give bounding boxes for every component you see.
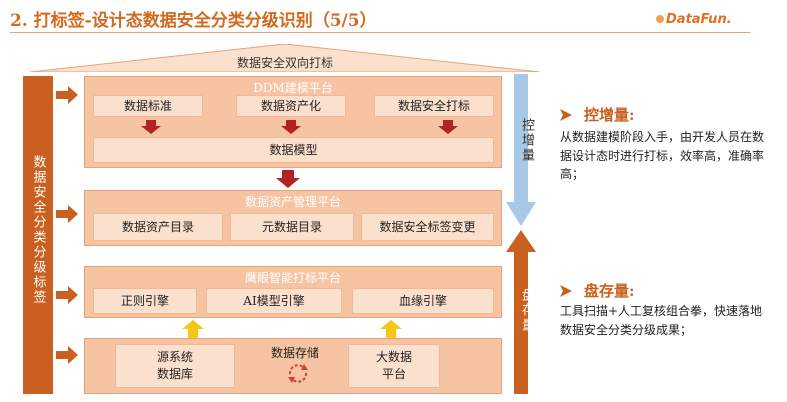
asset-platform-title: 数据资产管理平台 — [244, 195, 341, 209]
arrow-right-icon — [56, 346, 78, 364]
arrow-down-icon — [438, 120, 458, 134]
regex-engine-box: 正则引擎 — [93, 288, 197, 314]
left-column-bar — [23, 76, 53, 394]
left-column-label: 数据安全分类分级标签 — [30, 155, 46, 305]
source-db-box: 源系统 数据库 — [115, 344, 235, 388]
arrow-down-icon — [281, 120, 301, 134]
eagle-platform-title: 鹰眼智能打标平台 — [244, 271, 341, 285]
stock-heading: 盘存量: — [584, 282, 635, 300]
logo-dot-icon — [656, 15, 664, 23]
arrow-right-icon — [56, 286, 78, 304]
roof-label: 数据安全双向打标 — [236, 56, 333, 70]
stock-description: 工具扫描+人工复核组合拳，快速落地数据安全分类分级成果； — [560, 304, 763, 337]
roof-shape — [30, 44, 540, 72]
title-divider — [10, 32, 750, 33]
arrow-up-icon — [182, 320, 204, 338]
stock-arrow-label: 盘存量 — [519, 288, 534, 333]
increment-heading: 控增量: — [584, 106, 635, 124]
arrow-up-icon — [380, 320, 402, 338]
asset-catalog-box: 数据资产目录 — [93, 213, 223, 241]
refresh-icon — [288, 364, 308, 383]
chevron-right-icon — [560, 109, 572, 121]
arrow-right-icon — [56, 205, 78, 223]
security-label-change-box: 数据安全标签变更 — [361, 213, 494, 241]
data-model-box: 数据模型 — [93, 137, 494, 163]
increment-down-arrow-icon — [506, 74, 536, 226]
logo-text: DataFun. — [666, 12, 732, 27]
arrow-down-icon — [141, 120, 161, 134]
brand-logo: DataFun. — [656, 12, 732, 27]
chevron-right-icon — [560, 285, 572, 297]
arrow-right-icon — [56, 86, 78, 104]
data-security-tagging-box: 数据安全打标 — [374, 95, 494, 117]
stock-up-arrow-icon — [506, 230, 536, 394]
increment-arrow-label: 控增量 — [519, 118, 534, 163]
bigdata-platform-box: 大数据 平台 — [348, 344, 440, 388]
data-asset-box: 数据资产化 — [236, 95, 346, 117]
storage-title: 数据存储 — [270, 346, 319, 360]
metadata-catalog-box: 元数据目录 — [230, 213, 354, 241]
arrow-down-icon — [276, 170, 300, 188]
lineage-engine-box: 血缘引擎 — [352, 288, 494, 314]
ai-model-engine-box: AI模型引擎 — [206, 288, 342, 314]
increment-description: 从数据建模阶段入手，由开发人员在数据设计态时进行打标，效率高，准确率高； — [560, 130, 765, 182]
page-title: 2. 打标签-设计态数据安全分类分级识别（5/5） — [10, 11, 377, 31]
data-standard-box: 数据标准 — [93, 95, 203, 117]
ddm-platform-title: DDM建模平台 — [253, 81, 333, 95]
